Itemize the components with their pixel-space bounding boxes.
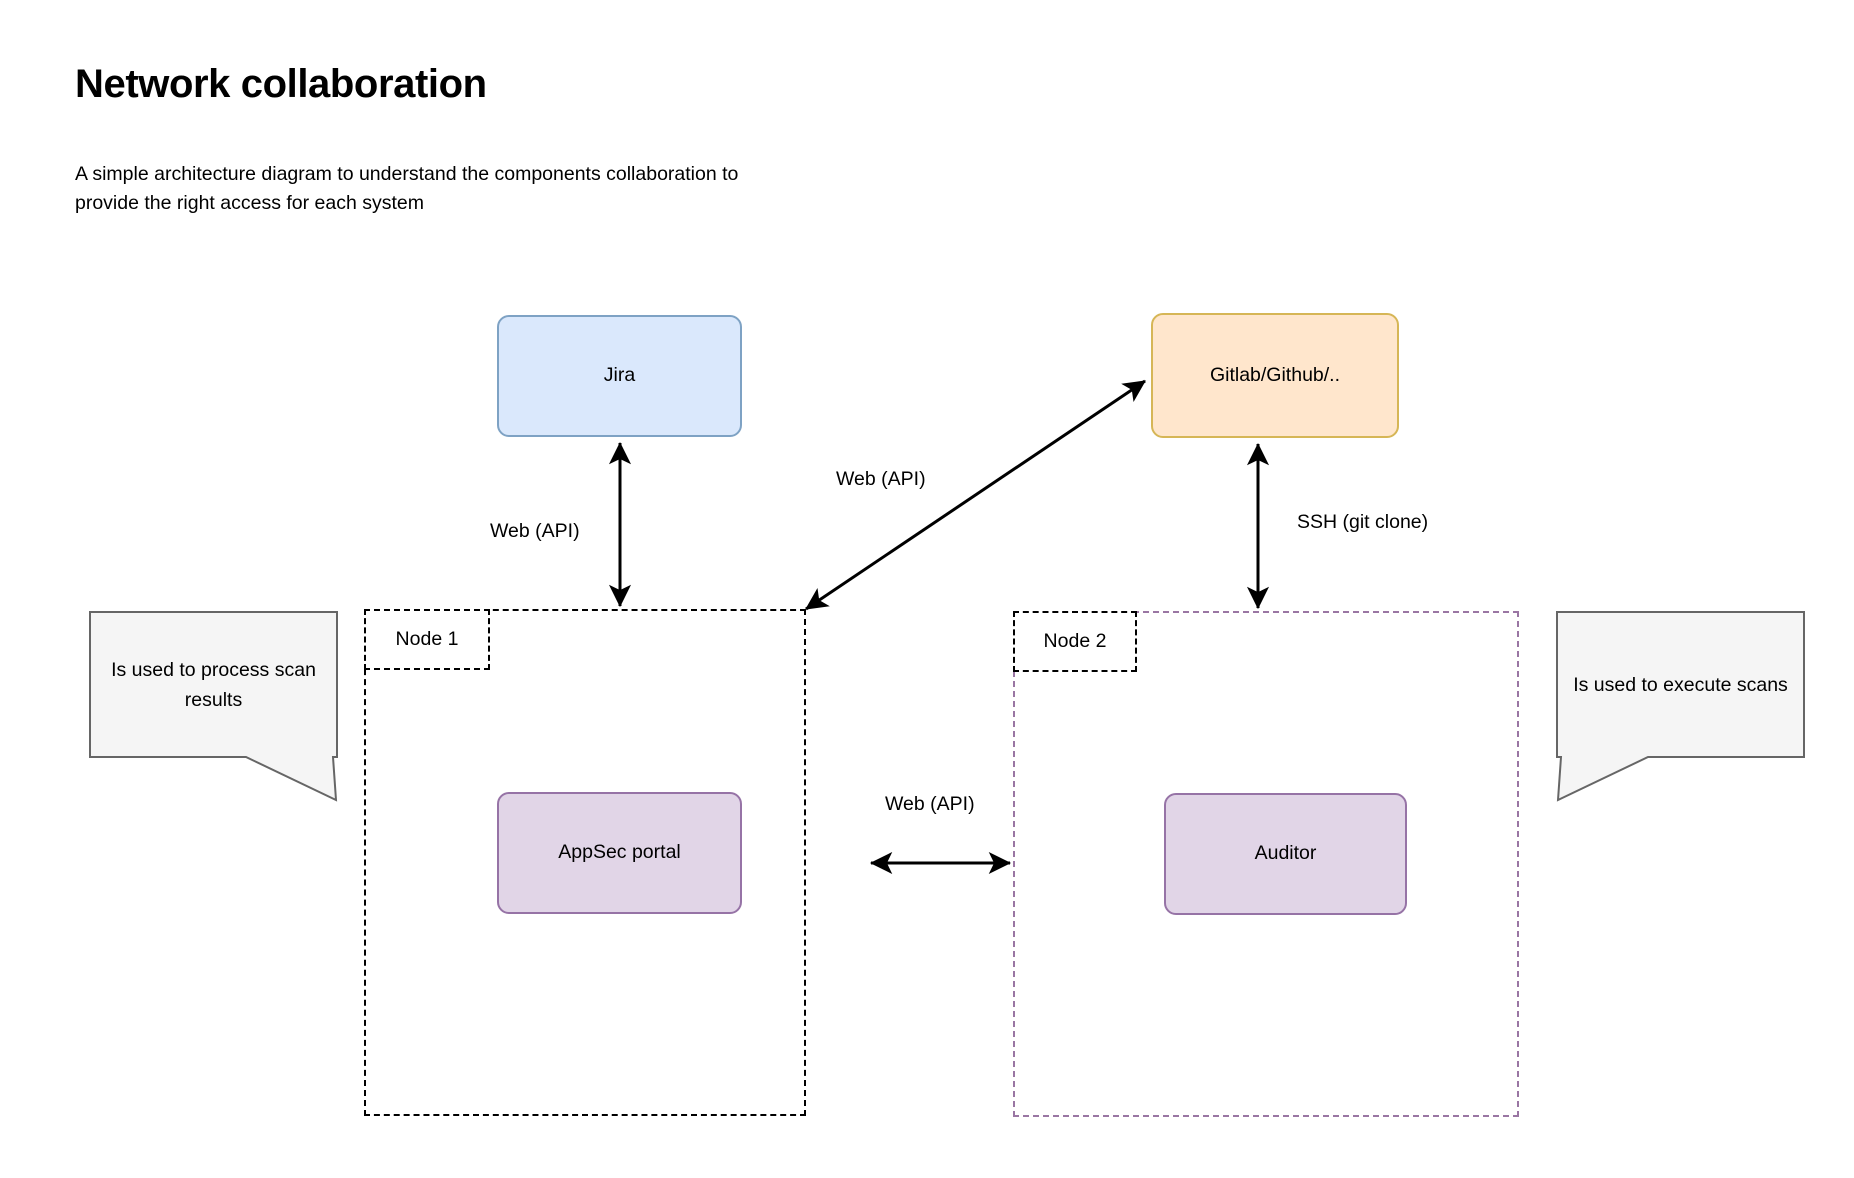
edge-label-scm-node2: SSH (git clone)	[1297, 511, 1429, 533]
page-title: Network collaboration	[75, 62, 487, 106]
group-node2[interactable]	[1013, 611, 1519, 1117]
callout-left	[89, 611, 338, 802]
group-node2-label[interactable]: Node 2	[1013, 611, 1137, 672]
callout-right-label: Is used to execute scans	[1573, 673, 1788, 696]
edge-label-node1-node2: Web (API)	[885, 793, 975, 815]
edge-label-node1-scm: Web (API)	[836, 468, 926, 490]
node-auditor[interactable]: Auditor	[1164, 793, 1407, 915]
callout-left-label: Is used to process scan results	[111, 658, 316, 711]
node-appsec-portal[interactable]: AppSec portal	[497, 792, 742, 914]
edge-label-jira-node1: Web (API)	[490, 520, 580, 542]
page-subtitle: A simple architecture diagram to underst…	[75, 163, 739, 214]
callout-right-bubble	[1556, 611, 1805, 802]
node-jira[interactable]: Jira	[497, 315, 742, 437]
node-gitlab-github[interactable]: Gitlab/Github/..	[1151, 313, 1399, 438]
callout-left-bubble	[89, 611, 338, 802]
callout-right	[1556, 611, 1805, 802]
edge-node1-scm	[805, 379, 1146, 611]
group-node1-label[interactable]: Node 1	[364, 609, 490, 670]
group-node1[interactable]	[364, 609, 806, 1116]
